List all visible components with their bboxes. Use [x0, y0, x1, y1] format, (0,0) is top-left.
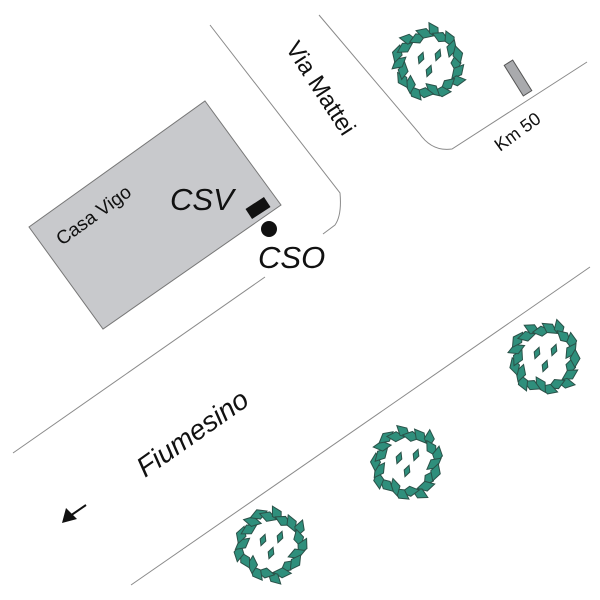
casa-vigo-building	[28, 100, 282, 330]
street-label-fiumesino: Fiumesino	[131, 383, 255, 482]
fiumesino-north-edge	[12, 276, 266, 454]
csv-marker	[245, 196, 271, 220]
via-mattei-west-edge	[209, 24, 341, 235]
tree-icon	[507, 318, 581, 395]
cso-point	[261, 221, 277, 237]
arrow-down-left-icon	[62, 504, 87, 523]
km-marker-label: Km 50	[491, 108, 545, 155]
tree-icon	[391, 21, 467, 101]
tree-icon	[233, 505, 308, 585]
km-marker	[503, 59, 533, 97]
via-mattei-east-edge	[318, 14, 588, 150]
tree-icon	[369, 424, 443, 500]
csv-label: CSV	[170, 182, 237, 217]
cso-label: CSO	[258, 240, 325, 275]
cso-label-background	[245, 236, 333, 276]
fiumesino-south-edge	[130, 266, 591, 586]
street-label-via-mattei: Via Mattei	[280, 37, 361, 141]
